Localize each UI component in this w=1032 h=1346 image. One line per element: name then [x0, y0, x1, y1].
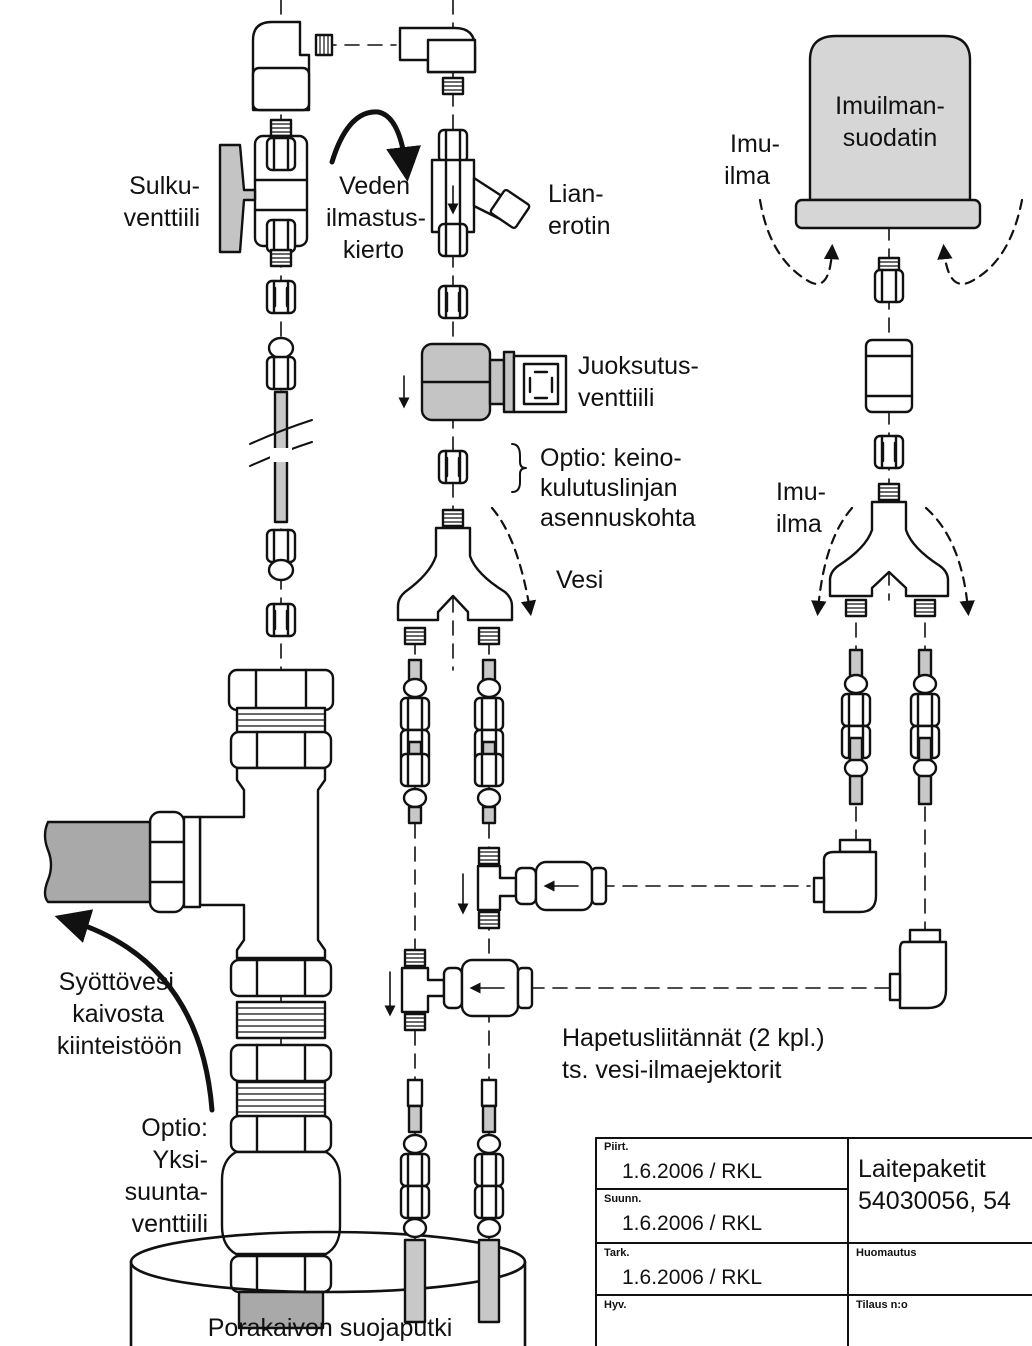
water-hoses — [399, 658, 505, 825]
label-drain-valve-2: venttiili — [578, 384, 655, 412]
bottom-hoses — [401, 1078, 503, 1324]
title-block-frame — [595, 1137, 1032, 1346]
label-option-consumption-3: asennuskohta — [540, 504, 696, 532]
tb-title-2: 54030056, 54 — [858, 1187, 1011, 1215]
label-air-filter-1: Imuilman- — [835, 92, 945, 120]
shutoff-valve — [218, 118, 309, 268]
dirt-separator — [430, 128, 531, 258]
label-intake-air-top-1: Imu- — [730, 130, 780, 158]
label-aeration-2: ilmastus- — [325, 204, 426, 232]
air-y-splitter — [828, 482, 950, 618]
label-oxidation-1: Hapetusliitännät (2 kpl.) — [562, 1024, 825, 1052]
water-y-splitter — [396, 508, 514, 646]
label-intake-air-mid-2: ilma — [776, 510, 822, 538]
label-air-filter-2: suodatin — [842, 124, 938, 152]
label-aeration-1: Veden — [339, 172, 410, 200]
label-shutoff-valve-2: venttiili — [123, 204, 200, 232]
label-intake-air-top-2: ilma — [724, 162, 770, 190]
label-option-consumption-2: kulutuslinjan — [540, 474, 678, 502]
label-intake-air-mid-1: Imu- — [776, 478, 826, 506]
brace — [511, 443, 527, 493]
air-flow-arrows-mid — [811, 506, 975, 617]
label-feed-water-1: Syöttövesi — [58, 968, 174, 996]
borehole-casing — [129, 1230, 527, 1346]
label-feed-water-2: kaivosta — [72, 1000, 164, 1028]
label-check-valve-2: Yksi- — [152, 1146, 208, 1174]
label-check-valve-3: suunta- — [124, 1178, 208, 1206]
label-feed-water-3: kiinteistöön — [56, 1032, 182, 1060]
water-flow-arrow — [490, 506, 537, 617]
label-shutoff-valve-1: Sulku- — [129, 172, 200, 200]
label-drain-valve-1: Juoksutus- — [578, 352, 699, 380]
tb-checked-label: Tark. — [604, 1247, 630, 1259]
tb-designed-label: Suunn. — [604, 1193, 642, 1205]
top-left-elbow — [251, 20, 334, 112]
top-right-elbow — [398, 26, 477, 96]
big-tee-fitting — [43, 668, 335, 1154]
tb-designed-value: 1.6.2006 / RKL — [622, 1212, 763, 1235]
tb-order-label: Tilaus n:o — [856, 1299, 908, 1311]
label-check-valve-4: venttiili — [131, 1210, 208, 1238]
air-hoses — [842, 648, 939, 806]
ejector-upper — [457, 846, 608, 930]
tb-drawn-label: Piirt. — [604, 1141, 629, 1153]
tb-remark-label: Huomautus — [856, 1247, 917, 1259]
label-option-consumption-1: Optio: keino- — [540, 444, 682, 472]
label-check-valve-1: Optio: — [141, 1114, 208, 1142]
tb-drawn-value: 1.6.2006 / RKL — [622, 1160, 763, 1183]
feed-water-arrow — [54, 909, 215, 1113]
label-dirt-separator-2: erotin — [548, 212, 611, 240]
air-filter — [794, 34, 982, 470]
check-valve — [220, 1150, 342, 1330]
ejector-lower — [384, 948, 534, 1032]
label-dirt-separator-1: Lian- — [548, 180, 604, 208]
label-water: Vesi — [556, 566, 604, 594]
air-intake-arrows-top — [758, 198, 1024, 285]
label-borehole-casing: Porakaivon suojaputki — [207, 1314, 453, 1342]
tb-approved-label: Hyv. — [604, 1299, 627, 1311]
tb-checked-value: 1.6.2006 / RKL — [622, 1266, 763, 1289]
label-oxidation-2: ts. vesi-ilmaejektorit — [562, 1056, 782, 1084]
circulation-arrow — [329, 109, 421, 182]
air-elbows — [812, 838, 948, 1010]
left-column-fittings — [249, 279, 313, 638]
tb-title-1: Laitepaketit — [858, 1155, 986, 1183]
solenoid-valve — [398, 284, 568, 485]
label-aeration-3: kierto — [342, 236, 404, 264]
